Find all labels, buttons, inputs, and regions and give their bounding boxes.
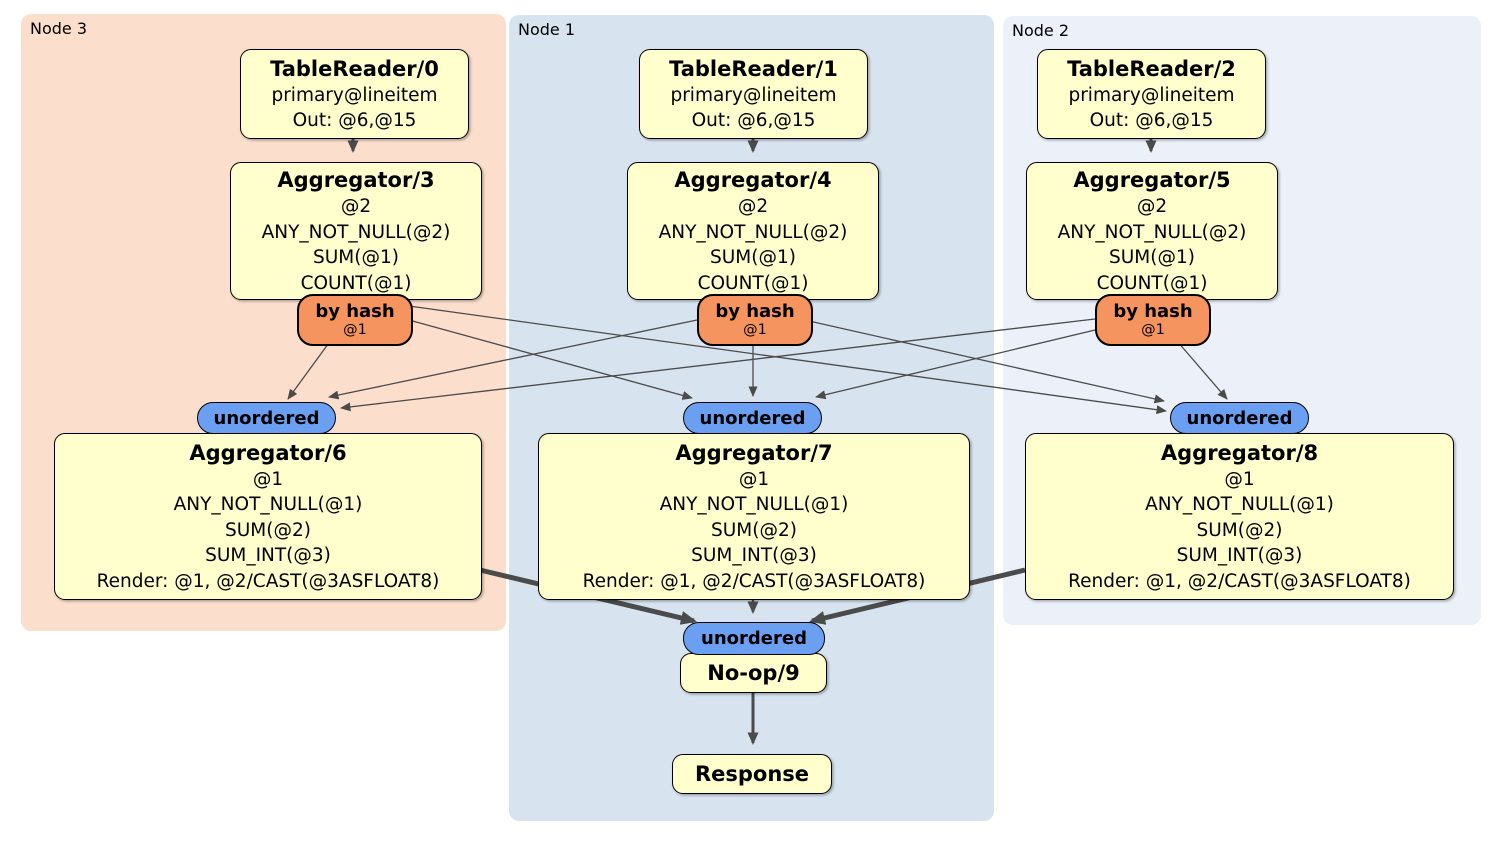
hash-router-4-column: @1 bbox=[743, 322, 767, 338]
edge-hash-router-5-to-unordered-6 bbox=[340, 318, 1096, 412]
processor-detail-aggregator-5-2: SUM(@1) bbox=[1109, 247, 1195, 268]
hash-router-3-label: by hash bbox=[315, 301, 395, 322]
node-region-label-node3: Node 3 bbox=[30, 19, 88, 38]
processor-detail-tablereader-1-0: primary@lineitem bbox=[670, 84, 837, 106]
hash-router-4-label: by hash bbox=[715, 301, 795, 322]
processor-detail-aggregator-7-2: SUM(@2) bbox=[711, 519, 797, 541]
node-region-label-node1: Node 1 bbox=[518, 20, 576, 39]
processor-detail-aggregator-6-4: Render: @1, @2/CAST(@3ASFLOAT8) bbox=[96, 570, 440, 592]
unordered-7: unordered bbox=[683, 402, 822, 434]
edge-hash-router-4-to-unordered-6 bbox=[328, 319, 698, 400]
hash-router-3: by hash@1 bbox=[297, 294, 413, 346]
edge-hash-router-5-to-unordered-8 bbox=[1176, 340, 1228, 400]
processor-title-aggregator-7: Aggregator/7 bbox=[675, 440, 833, 465]
processor-detail-aggregator-6-1: ANY_NOT_NULL(@1) bbox=[173, 494, 363, 516]
processor-detail-aggregator-3-2: SUM(@1) bbox=[313, 247, 399, 268]
processor-detail-aggregator-4-1: ANY_NOT_NULL(@2) bbox=[658, 221, 848, 243]
processor-title-tablereader-0: TableReader/0 bbox=[270, 56, 439, 81]
processor-noop-9: No-op/9 bbox=[680, 653, 827, 693]
processor-title-aggregator-4: Aggregator/4 bbox=[674, 168, 832, 192]
hash-router-4: by hash@1 bbox=[697, 294, 813, 346]
unordered-8: unordered bbox=[1170, 402, 1309, 434]
processor-title-aggregator-8: Aggregator/8 bbox=[1160, 440, 1319, 465]
edge-hash-router-4-to-unordered-8 bbox=[808, 320, 1165, 404]
edge-hash-router-3-to-unordered-6 bbox=[287, 339, 332, 400]
processor-detail-aggregator-6-0: @1 bbox=[252, 468, 284, 490]
processor-detail-tablereader-0-1: Out: @6,@15 bbox=[292, 110, 417, 131]
processor-detail-aggregator-8-0: @1 bbox=[1224, 468, 1255, 490]
hash-router-5-column: @1 bbox=[1141, 322, 1165, 338]
unordered-9: unordered bbox=[683, 622, 825, 655]
edge-hash-router-5-to-unordered-7 bbox=[815, 329, 1096, 400]
processor-title-response: Response bbox=[694, 762, 810, 786]
hash-router-3-column: @1 bbox=[343, 322, 367, 338]
processor-title-noop-9: No-op/9 bbox=[707, 661, 800, 685]
processor-detail-aggregator-3-3: COUNT(@1) bbox=[300, 272, 412, 294]
processor-detail-aggregator-8-2: SUM(@2) bbox=[1196, 519, 1283, 541]
processor-detail-aggregator-8-4: Render: @1, @2/CAST(@3ASFLOAT8) bbox=[1068, 570, 1411, 592]
processor-detail-aggregator-5-0: @2 bbox=[1136, 196, 1168, 217]
processor-detail-aggregator-8-3: SUM_INT(@3) bbox=[1176, 545, 1303, 567]
edge-hash-router-3-to-unordered-7 bbox=[408, 319, 693, 400]
processor-detail-aggregator-6-3: SUM_INT(@3) bbox=[205, 545, 331, 567]
processor-detail-aggregator-3-0: @2 bbox=[340, 196, 372, 217]
processor-detail-aggregator-6-2: SUM(@2) bbox=[225, 519, 311, 541]
processor-title-aggregator-6: Aggregator/6 bbox=[189, 440, 347, 465]
processor-detail-tablereader-0-0: primary@lineitem bbox=[271, 84, 438, 106]
unordered-6: unordered bbox=[197, 402, 336, 434]
processor-title-aggregator-5: Aggregator/5 bbox=[1073, 168, 1231, 192]
processor-detail-aggregator-7-1: ANY_NOT_NULL(@1) bbox=[659, 494, 849, 516]
processor-detail-tablereader-1-1: Out: @6,@15 bbox=[691, 110, 816, 131]
hash-router-5-label: by hash bbox=[1113, 301, 1193, 322]
processor-detail-aggregator-8-1: ANY_NOT_NULL(@1) bbox=[1145, 494, 1334, 516]
processor-detail-tablereader-2-0: primary@lineitem bbox=[1068, 84, 1235, 106]
processor-detail-tablereader-2-1: Out: @6,@15 bbox=[1089, 110, 1214, 131]
processor-detail-aggregator-5-3: COUNT(@1) bbox=[1096, 272, 1208, 294]
node-region-label-node2: Node 2 bbox=[1012, 21, 1070, 40]
processor-detail-aggregator-7-3: SUM_INT(@3) bbox=[691, 545, 817, 567]
processor-detail-aggregator-3-1: ANY_NOT_NULL(@2) bbox=[261, 221, 451, 243]
processor-detail-aggregator-4-0: @2 bbox=[737, 196, 769, 217]
hash-router-5: by hash@1 bbox=[1095, 294, 1211, 346]
processor-detail-aggregator-4-3: COUNT(@1) bbox=[697, 272, 809, 294]
processor-detail-aggregator-5-1: ANY_NOT_NULL(@2) bbox=[1057, 221, 1247, 243]
processor-detail-aggregator-7-4: Render: @1, @2/CAST(@3ASFLOAT8) bbox=[582, 570, 926, 592]
processor-title-aggregator-3: Aggregator/3 bbox=[277, 168, 435, 192]
processor-detail-aggregator-7-0: @1 bbox=[738, 468, 770, 490]
processor-detail-aggregator-4-2: SUM(@1) bbox=[710, 247, 796, 268]
edge-hash-router-3-to-unordered-8 bbox=[408, 305, 1167, 415]
processor-response: Response bbox=[672, 754, 832, 794]
processor-title-tablereader-1: TableReader/1 bbox=[669, 56, 838, 81]
processor-title-tablereader-2: TableReader/2 bbox=[1067, 56, 1236, 81]
